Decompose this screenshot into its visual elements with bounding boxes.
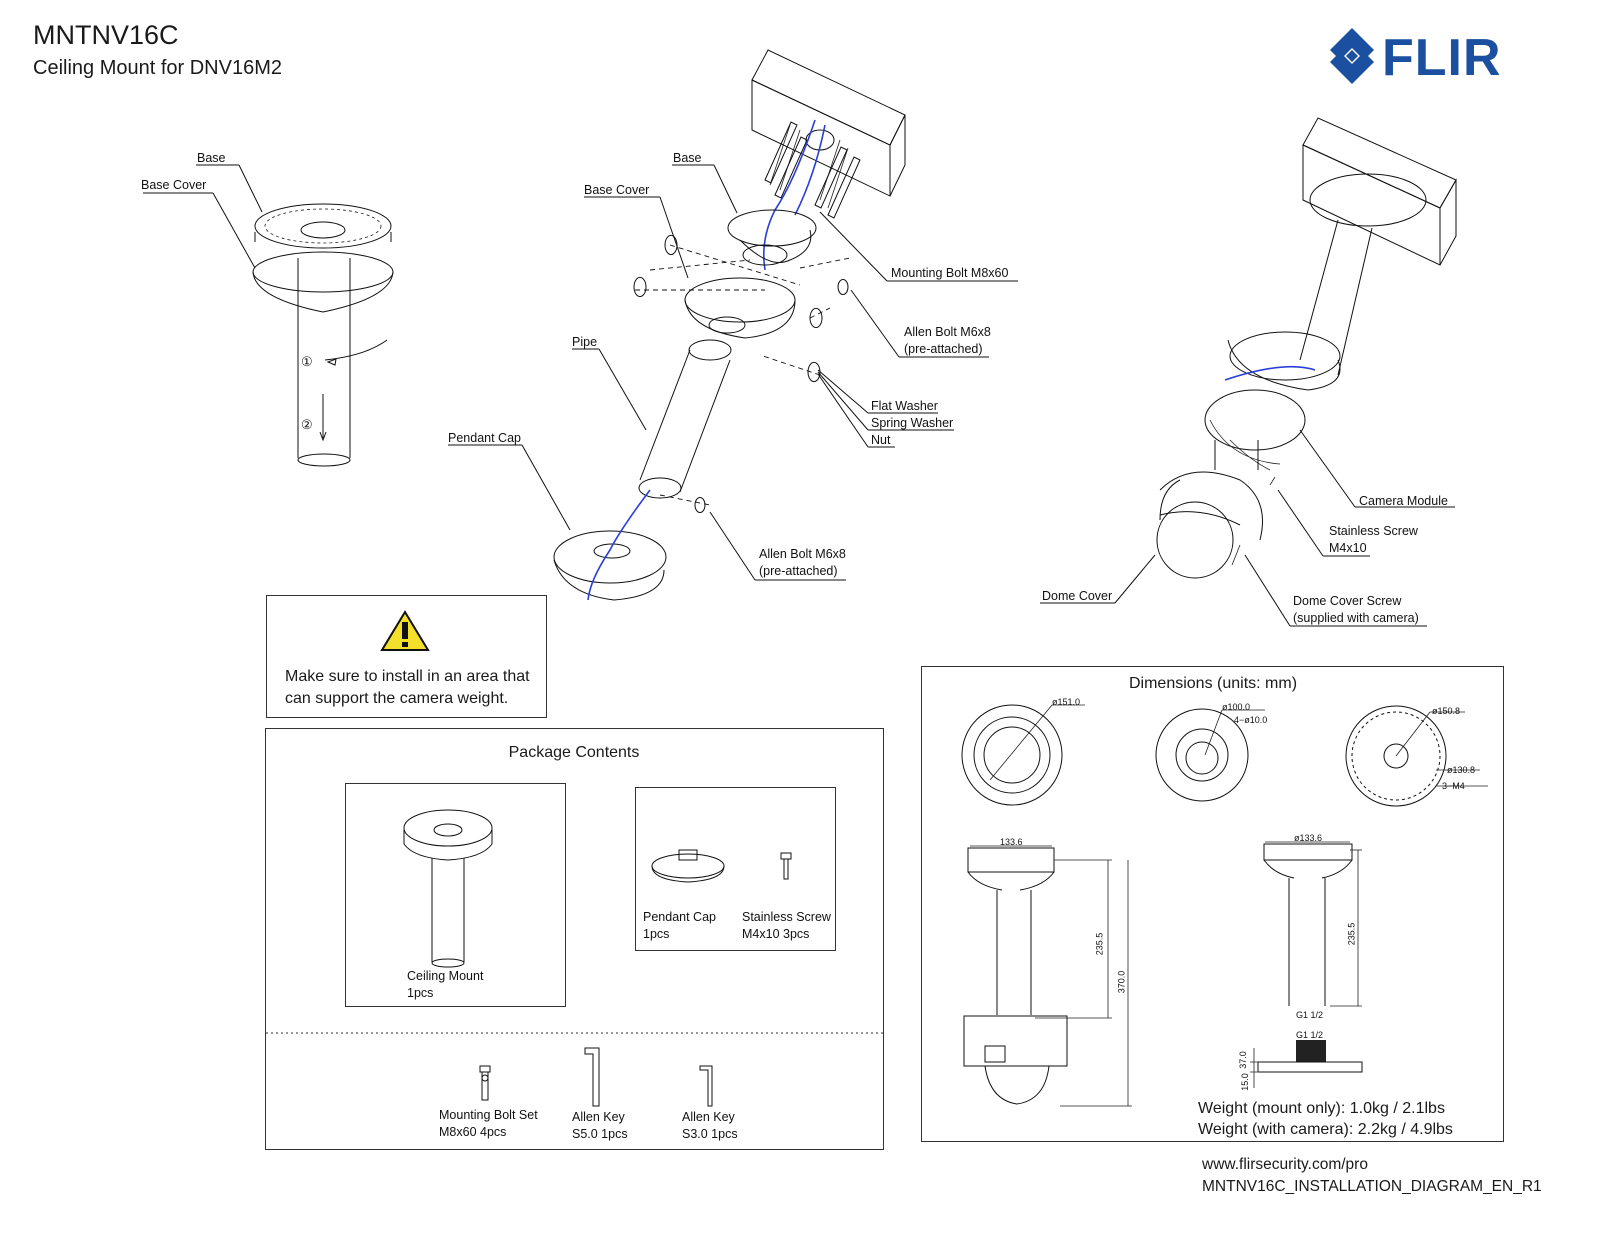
product-model-title: MNTNV16C bbox=[33, 20, 179, 50]
package-ceiling-mount-drawing bbox=[403, 809, 493, 968]
callout-allen-bolt-top: Allen Bolt M6x8 bbox=[904, 325, 991, 339]
left-mount-drawing bbox=[252, 203, 394, 467]
callout-dome-cover: Dome Cover bbox=[1042, 589, 1113, 603]
dim-height-37: 37.0 bbox=[1237, 1051, 1248, 1069]
allen-key-s3-drawing bbox=[699, 1065, 713, 1107]
dim-side-view-with-camera bbox=[963, 845, 1132, 1107]
item-mounting-bolt-name: Mounting Bolt Set bbox=[439, 1108, 538, 1122]
flir-diamond-icon bbox=[1330, 28, 1374, 84]
callout-flat-washer: Flat Washer bbox=[871, 399, 938, 413]
product-subtitle: Ceiling Mount for DNV16M2 bbox=[33, 57, 282, 79]
dim-pendant-cap-view bbox=[1250, 1040, 1363, 1088]
step-1-indicator: ① bbox=[301, 354, 313, 369]
package-contents-title: Package Contents bbox=[508, 744, 640, 761]
dim-height-15: 15.0 bbox=[1239, 1073, 1250, 1091]
dimensions-panel bbox=[921, 666, 1504, 1142]
callout-pipe: Pipe bbox=[572, 335, 598, 349]
callout-mounting-bolt: Mounting Bolt M8x60 bbox=[891, 266, 1009, 280]
callout-stainless-screw: Stainless Screw bbox=[1329, 524, 1418, 538]
item-stainless-screw-name: Stainless Screw bbox=[742, 910, 831, 924]
dim-side-view-mount bbox=[1263, 841, 1362, 1007]
center-exploded-drawing bbox=[553, 49, 906, 601]
dim-width-133-a: 133.6 bbox=[1000, 837, 1023, 847]
dim-d130: ø130.8 bbox=[1447, 765, 1476, 775]
item-pendant-cap-qty: 1pcs bbox=[643, 927, 670, 941]
dim-thread: 3−M4 bbox=[1442, 781, 1465, 791]
callout-nut: Nut bbox=[871, 433, 891, 447]
callout-allen-bolt-top-note: (pre-attached) bbox=[904, 342, 983, 356]
item-pendant-cap-name: Pendant Cap bbox=[643, 910, 716, 924]
item-allen-key-s3-qty: S3.0 1pcs bbox=[682, 1127, 738, 1141]
callout-left-base-cover: Base Cover bbox=[141, 178, 207, 192]
warning-text: Make sure to install in an area that can… bbox=[285, 668, 530, 707]
callout-base: Base bbox=[673, 151, 702, 165]
dim-height-235-b: 235.5 bbox=[1346, 922, 1357, 946]
item-allen-key-s5-qty: S5.0 1pcs bbox=[572, 1127, 628, 1141]
footer-doc-id: MNTNV16C_INSTALLATION_DIAGRAM_EN_R1 bbox=[1202, 1178, 1542, 1195]
right-camera-drawing bbox=[1156, 117, 1457, 579]
ceiling-mount-item-box bbox=[345, 783, 566, 1007]
warning-triangle-icon bbox=[380, 610, 430, 651]
dim-top-view-2 bbox=[1155, 708, 1265, 802]
item-mounting-bolt-qty: M8x60 4pcs bbox=[439, 1125, 507, 1139]
dim-top-view-1 bbox=[961, 704, 1085, 806]
item-ceiling-mount-name: Ceiling Mount bbox=[407, 969, 484, 983]
package-contents-panel bbox=[265, 728, 884, 1150]
callout-pendant-cap: Pendant Cap bbox=[448, 431, 521, 445]
callout-dome-cover-screw-note: (supplied with camera) bbox=[1293, 611, 1419, 625]
flir-logo: FLIR bbox=[1326, 24, 1536, 96]
dimensions-title: Dimensions (units: mm) bbox=[1128, 675, 1298, 692]
dim-width-133-b: ø133.6 bbox=[1294, 833, 1323, 843]
package-pendant-cap-drawing bbox=[651, 849, 725, 883]
dim-g1-b: G1 1/2 bbox=[1296, 1030, 1324, 1040]
cap-screw-item-box bbox=[635, 787, 836, 951]
dim-height-370: 370.0 bbox=[1116, 970, 1127, 994]
item-allen-key-s5-name: Allen Key bbox=[572, 1110, 625, 1124]
weight-mount-only: Weight (mount only): 1.0kg / 2.1lbs bbox=[1198, 1100, 1445, 1117]
package-bolt-drawing bbox=[479, 1065, 491, 1101]
dim-d151: ø151.0 bbox=[1052, 697, 1081, 707]
item-ceiling-mount-qty: 1pcs bbox=[407, 986, 434, 1000]
dim-g1-a: G1 1/2 bbox=[1296, 1010, 1324, 1020]
allen-key-s5-drawing bbox=[584, 1047, 600, 1107]
callout-allen-bolt-bottom-note: (pre-attached) bbox=[759, 564, 838, 578]
callout-base-cover: Base Cover bbox=[584, 183, 650, 197]
dim-height-235-a: 235.5 bbox=[1094, 932, 1105, 956]
footer-url: www.flirsecurity.com/pro bbox=[1202, 1156, 1368, 1173]
callout-dome-cover-screw: Dome Cover Screw bbox=[1293, 594, 1402, 608]
callout-camera-module: Camera Module bbox=[1359, 494, 1448, 508]
dim-top-view-3 bbox=[1345, 705, 1488, 807]
dim-d150: ø150.8 bbox=[1432, 706, 1461, 716]
item-stainless-screw-qty: M4x10 3pcs bbox=[742, 927, 810, 941]
callout-left-base: Base bbox=[197, 151, 226, 165]
weight-with-camera: Weight (with camera): 2.2kg / 4.9lbs bbox=[1198, 1121, 1453, 1138]
item-allen-key-s3-name: Allen Key bbox=[682, 1110, 735, 1124]
flir-wordmark: FLIR bbox=[1382, 29, 1502, 87]
dim-holes: 4−ø10.0 bbox=[1234, 715, 1268, 725]
package-screw-drawing bbox=[780, 852, 792, 880]
callout-allen-bolt-bottom: Allen Bolt M6x8 bbox=[759, 547, 846, 561]
dim-d100: ø100.0 bbox=[1222, 702, 1251, 712]
step-2-indicator: ② bbox=[301, 417, 313, 432]
callout-spring-washer: Spring Washer bbox=[871, 416, 954, 430]
callout-stainless-screw-size: M4x10 bbox=[1329, 541, 1367, 555]
warning-box bbox=[266, 595, 547, 718]
